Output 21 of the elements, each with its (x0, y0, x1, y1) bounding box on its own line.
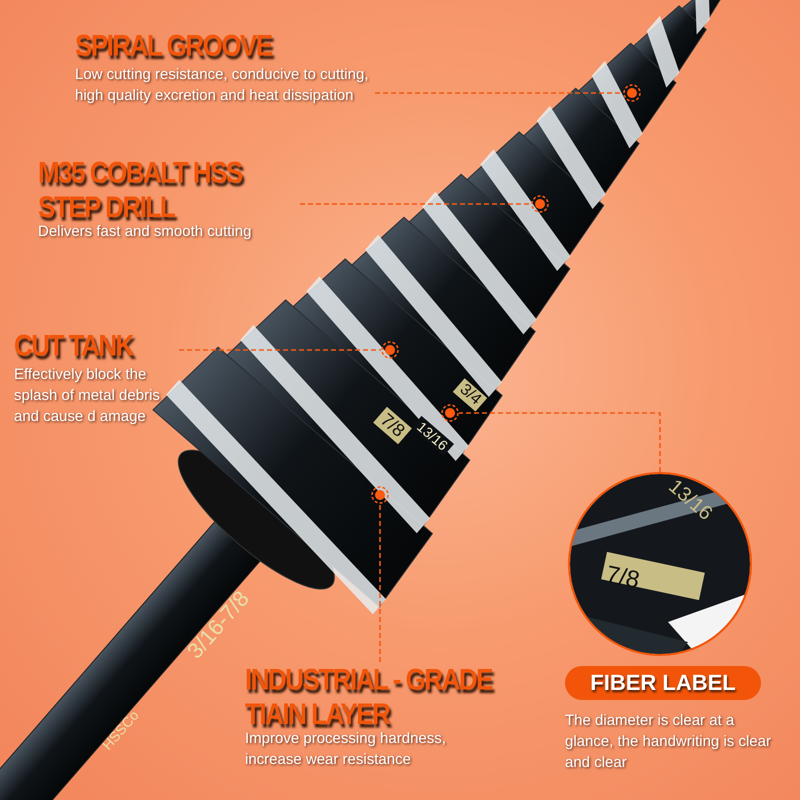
leader-line (300, 203, 531, 205)
target-marker (623, 84, 641, 102)
title-badge: FIBER LABEL (565, 666, 761, 700)
callout-description: Delivers fast and smooth cutting (38, 222, 252, 242)
target-marker (531, 195, 549, 213)
leader-line (459, 412, 661, 472)
engraved-marking: 7/8 (602, 560, 642, 596)
callout-heading: M35 COBALT HSS STEP DRILL (38, 155, 244, 224)
callout-description: Improve processing hardness, increase wear resistance (245, 729, 447, 770)
leader-line (375, 92, 623, 94)
callout-heading: INDUSTRIAL - GRADE TIAIN LAYER (245, 662, 494, 731)
callout-description: Effectively block the splash of metal debris and cause d amage (14, 365, 161, 427)
target-marker (381, 341, 399, 359)
target-marker (441, 404, 459, 422)
callout-heading: SPIRAL GROOVE (75, 28, 274, 62)
callout-heading: CUT TANK (14, 328, 134, 362)
leader-line (179, 349, 381, 351)
callout-description: Low cutting resistance, conducive to cutting, high quality excretion and heat dissipation (75, 65, 370, 106)
leader-line (379, 504, 381, 662)
target-marker (371, 486, 389, 504)
callout-description: The diameter is clear at a glance, the handwriting is clear and clear (565, 711, 772, 773)
